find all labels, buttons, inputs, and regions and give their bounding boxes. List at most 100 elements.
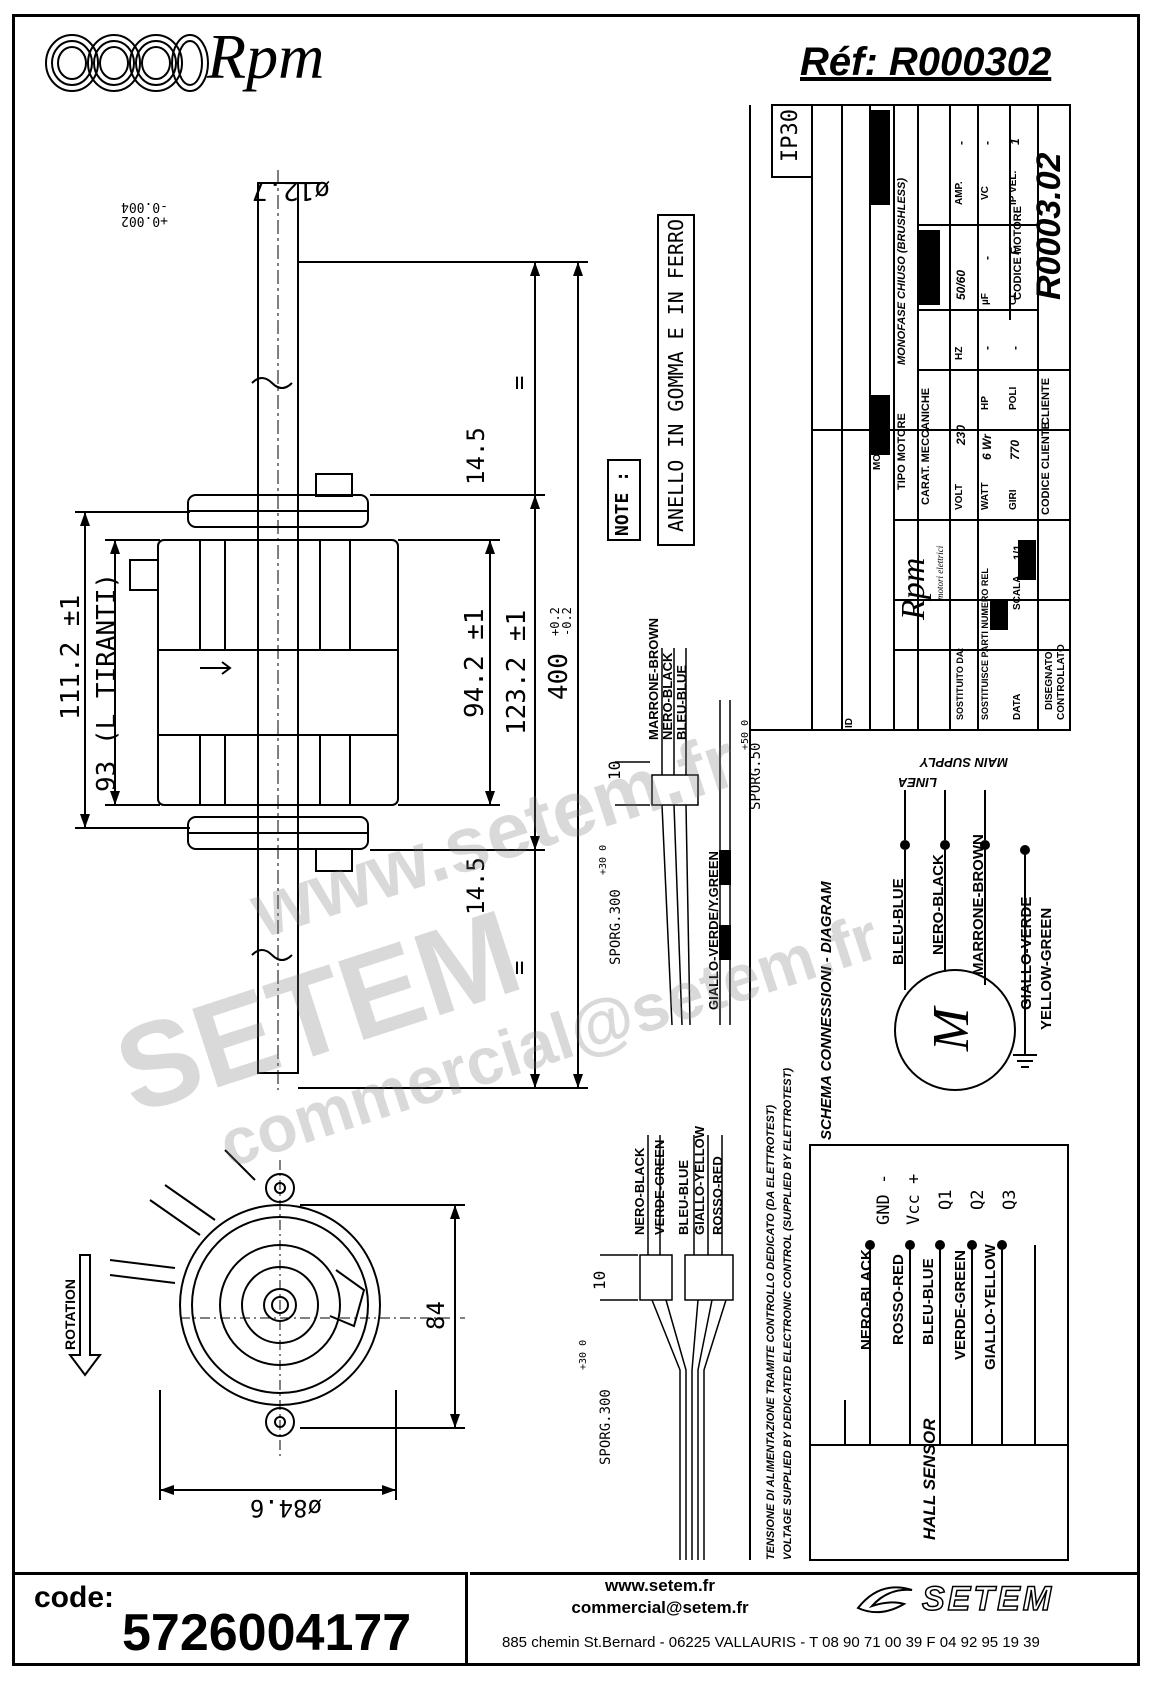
coil-logo-icon [45, 34, 209, 92]
dim-93: 93 (L TIRANTI) [92, 572, 122, 792]
schema-line-label: LINEA [898, 775, 937, 790]
schema-wire-brown: MARRONE-BROWN [970, 834, 987, 975]
power-wire-brown: MARRONE-BROWN [646, 617, 661, 740]
tb-giri-label: GIRI [1008, 489, 1019, 510]
tb-cl-label: CL. [1008, 288, 1019, 305]
footer-divider [470, 1572, 1140, 1575]
rotation-label: ROTATION [62, 1278, 78, 1350]
dim-14-top: 14.5 [462, 427, 490, 485]
tb-hz-label: HZ [954, 346, 965, 360]
power-wire-black: NERO-BLACK [660, 652, 675, 740]
hall-signal-q3: Q3 [1000, 1189, 1020, 1210]
tb-hz-value: 50/60 [954, 269, 968, 300]
lead-sporg-50: SPORG.50 [748, 742, 764, 810]
code-number: 5726004177 [122, 1604, 412, 1662]
tb-poli-label: POLI [1008, 386, 1019, 410]
sensor-wire-red: ROSSO-RED [710, 1156, 725, 1235]
tb-mech-value: 3 AS. [922, 257, 937, 290]
lead-sporg-300-top: SPORG.300 [608, 889, 624, 965]
tb-motor-type-label: TIPO MOTORE [896, 413, 908, 490]
tb-designed: DISEGNATO [1044, 651, 1055, 710]
dim-123: 123.2 ±1 [502, 609, 532, 735]
schema-wire-black: NERO-BLACK [930, 854, 947, 955]
tb-ip-vel-label: IP VEL. [1008, 170, 1019, 205]
shaft-tol-minus: -0.004 [121, 199, 168, 214]
hall-signal-q1: Q1 [936, 1189, 956, 1210]
tb-modifiche: MODIFICHE [872, 413, 883, 470]
tb-scale-label: SCALA [1012, 575, 1023, 610]
dim-94: 94.2 ±1 [460, 608, 490, 718]
reference-number: Réf: R000302 [800, 40, 1052, 84]
supply-note-en: VOLTAGE SUPPLIED BY DEDICATED ELECTRONIC… [782, 1068, 794, 1560]
tb-mech-label: CARAT. MECCANICHE [920, 387, 932, 505]
tb-watt-value: 6 Wr [980, 434, 994, 460]
schema-wire-blue: BLEU-BLUE [890, 878, 907, 965]
tb-amp-value: - [954, 141, 968, 145]
code-box: code: 5726004177 [12, 1572, 468, 1666]
lead-sporg-300-bottom-tol: +30 0 [578, 1339, 589, 1370]
tb-poli-value: - [1008, 346, 1022, 350]
note-text: ANELLO IN GOMMA E IN FERRO [664, 218, 688, 532]
schema-ground-it: GIALLO-VERDE [1018, 896, 1035, 1010]
footer-address: 885 chemin St.Bernard - 06225 VALLAURIS … [502, 1634, 1040, 1651]
hall-signal-gnd: GND - [874, 1173, 894, 1225]
tb-rpm-sub: motori elettrici [935, 545, 945, 600]
tb-uf-label: µF [980, 293, 991, 305]
lead-sporg-300-bottom: SPORG.300 [598, 1389, 614, 1465]
sensor-wire-black: NERO-BLACK [632, 1147, 647, 1235]
hall-wire-blue: BLEU-BLUE [920, 1258, 937, 1345]
tb-motor-type-value: MONOFASE CHIUSO (BRUSHLESS) [896, 177, 908, 365]
hall-wire-black: NERO-BLACK [858, 1249, 875, 1350]
setem-swoosh-icon [856, 1586, 913, 1614]
tb-checked: CONTROLLATO [1056, 644, 1067, 720]
sensor-wire-blue: BLEU-BLUE [676, 1159, 691, 1235]
footer-website: www.setem.fr [605, 1576, 715, 1595]
ip-rating: IP30 [778, 109, 803, 162]
tb-volt-label: VOLT [954, 484, 965, 510]
tb-date: DATA [1012, 693, 1023, 720]
sensor-wire-green: VERDE-GREEN [652, 1139, 667, 1235]
lead-sporg-50-tol: +50 0 [740, 719, 751, 750]
tb-giri-value: 770 [1008, 439, 1022, 460]
lead-sporg-300-top-tol: +30 0 [598, 844, 609, 875]
lead-bottom-10: 10 [590, 1270, 609, 1290]
tb-hp-value: - [980, 346, 994, 350]
tb-sostituisce: SOSTITUISCE PARTI NUMERO REL [980, 568, 990, 720]
page-frame [12, 14, 1140, 1666]
hall-wire-yellow: GIALLO-YELLOW [982, 1244, 999, 1370]
footer-email: commercial@setem.fr [571, 1598, 749, 1617]
dim-84: 84 [422, 1301, 450, 1330]
supply-note-it: TENSIONE DI ALIMENTAZIONE TRAMITE CONTRO… [765, 1104, 777, 1560]
tb-cl-value: F [1008, 247, 1022, 255]
note-label: NOTE : [612, 470, 633, 536]
tb-watt-label: WATT [980, 482, 991, 510]
code-label: code: [34, 1581, 115, 1614]
tb-uf-value: - [980, 256, 994, 260]
tb-volt-value: 230 [954, 424, 968, 445]
tb-rpm-brand: Rpm [895, 557, 932, 620]
tb-client-code-label: CODICE CLIENTE [1040, 422, 1052, 515]
schema-ground-en: YELLOW-GREEN [1038, 907, 1055, 1030]
dim-84-6: ø84.6 [249, 1494, 322, 1522]
tb-motor-code-value: R0003.02 [1030, 152, 1068, 300]
dim-400-tol-minus: -0.2 [560, 607, 574, 636]
tb-scale-value: 1/1 [1012, 544, 1024, 560]
tb-client-label: CLIENTE [1040, 377, 1052, 425]
tb-vc-label: VC [980, 186, 991, 200]
tb-vc-value: - [980, 141, 994, 145]
hall-title: HALL SENSOR [920, 1418, 939, 1540]
hall-wire-red: ROSSO-RED [890, 1254, 907, 1345]
hall-wire-green: VERDE-GREEN [952, 1249, 969, 1360]
tb-ip-vel-value: 1 [1008, 138, 1022, 145]
hall-signal-q2: Q2 [968, 1189, 988, 1210]
motor-symbol: M [923, 1007, 981, 1052]
shaft-tol-plus: +0.002 [121, 213, 168, 228]
setem-logo: SETEM [850, 1578, 1110, 1628]
hall-signal-vcc: Vcc + [904, 1173, 924, 1225]
tb-hp-label: HP [980, 396, 991, 410]
sensor-wire-yellow: GIALLO-YELLOW [692, 1125, 707, 1235]
schema-main-supply: MAIN SUPPLY [920, 755, 1008, 770]
setem-logo-text: SETEM [921, 1579, 1055, 1619]
tb-amp-label: AMP. [954, 181, 965, 205]
tb-sostituito: SOSTITUITO DA: [955, 647, 965, 720]
